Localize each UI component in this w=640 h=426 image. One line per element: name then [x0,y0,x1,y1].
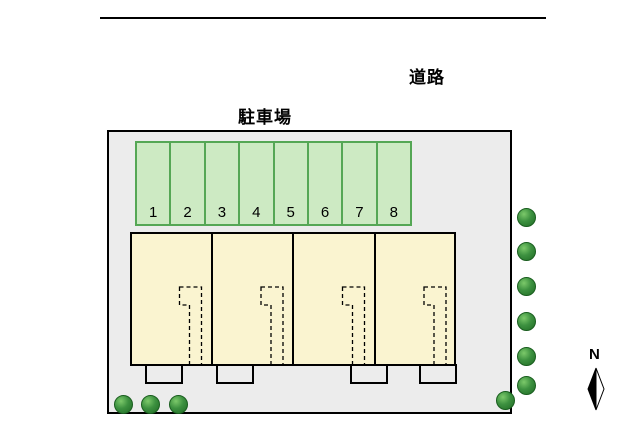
compass-north-label: N [589,346,600,363]
entrance-porch [145,364,183,384]
parking-stall: 6 [309,143,344,224]
tree-icon [141,395,160,414]
stall-number: 7 [355,204,364,221]
stall-number: 1 [149,204,158,221]
parking-stall: 8 [378,143,410,224]
stall-number: 3 [217,204,227,221]
parking-stall: 4 [240,143,275,224]
entrance-porch [419,364,457,384]
stall-number: 5 [286,204,295,221]
tree-icon [496,391,515,410]
parking-stall: 3 [206,143,241,224]
entrance-porch [216,364,254,384]
road-label: 道路 [409,68,445,87]
north-arrow-icon [587,367,605,411]
tree-icon [517,242,536,261]
parking-stall-row: 1 2 3 4 5 6 7 8 [135,141,412,226]
unit-divider [211,232,213,366]
stall-number: 2 [183,204,192,221]
unit-divider [374,232,376,366]
parking-stall: 5 [275,143,309,224]
tree-icon [517,312,536,331]
parking-stall: 7 [343,143,378,224]
parking-stall: 1 [137,143,172,224]
tree-icon [517,208,536,227]
road-edge-line [100,17,546,19]
tree-icon [517,277,536,296]
tree-icon [114,395,133,414]
stall-number: 8 [389,204,398,221]
parking-stall: 2 [171,143,206,224]
stall-number: 6 [320,204,330,221]
tree-icon [517,376,536,395]
parking-lot-label: 駐車場 [238,108,292,127]
stall-number: 4 [252,204,261,221]
tree-icon [517,347,536,366]
tree-icon [169,395,188,414]
entrance-porch [350,364,388,384]
unit-divider [292,232,294,366]
